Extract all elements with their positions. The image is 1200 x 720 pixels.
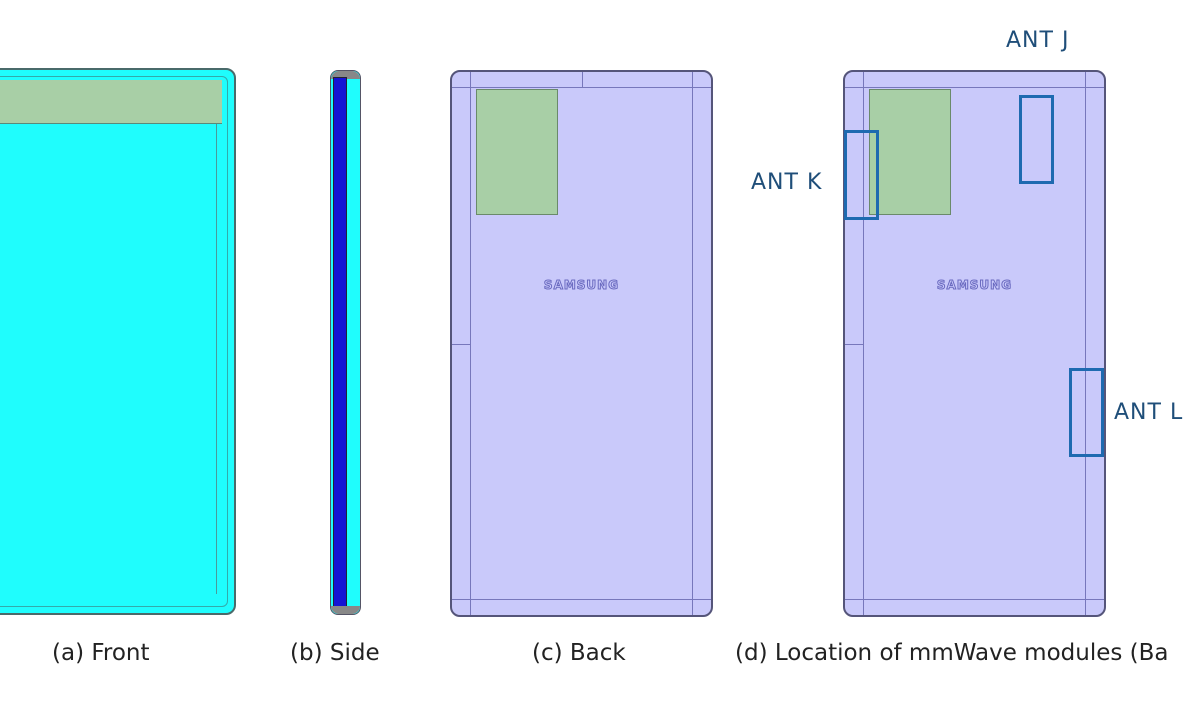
back-frame-line [452,344,470,345]
back-frame-line [845,599,1104,600]
phone-side-view [330,70,361,615]
side-bottom-cap [331,606,360,614]
back-frame-line [452,599,711,600]
back-frame-line [845,87,1104,88]
side-top-cap [331,71,360,79]
ant-j-box [1019,95,1054,184]
back-frame-line [1085,72,1086,615]
samsung-logo: SAMSUNG [543,278,620,293]
samsung-logo: SAMSUNG [936,278,1013,293]
ant-l-label: ANT L [1114,400,1184,425]
front-edge-line [216,124,217,594]
back-frame-line [845,344,863,345]
back-frame-line [582,72,583,88]
phone-front-view [0,68,236,615]
caption-location: (d) Location of mmWave modules (Ba [735,640,1169,666]
back-frame-line [863,72,864,615]
ant-j-label: ANT J [1006,28,1070,53]
phone-back-antenna-view: SAMSUNG [843,70,1106,617]
ant-l-box [1069,368,1104,457]
camera-module [476,89,558,215]
side-blue-layer [333,77,347,607]
caption-front: (a) Front [52,640,150,666]
front-top-strip [0,80,222,124]
caption-back: (c) Back [532,640,626,666]
phone-back-view: SAMSUNG [450,70,713,617]
camera-module [869,89,951,215]
ant-k-box [844,130,879,220]
ant-k-label: ANT K [751,170,823,195]
back-frame-line [452,87,711,88]
front-bezel [0,76,228,607]
back-frame-line [692,72,693,615]
caption-side: (b) Side [290,640,380,666]
back-frame-line [470,72,471,615]
